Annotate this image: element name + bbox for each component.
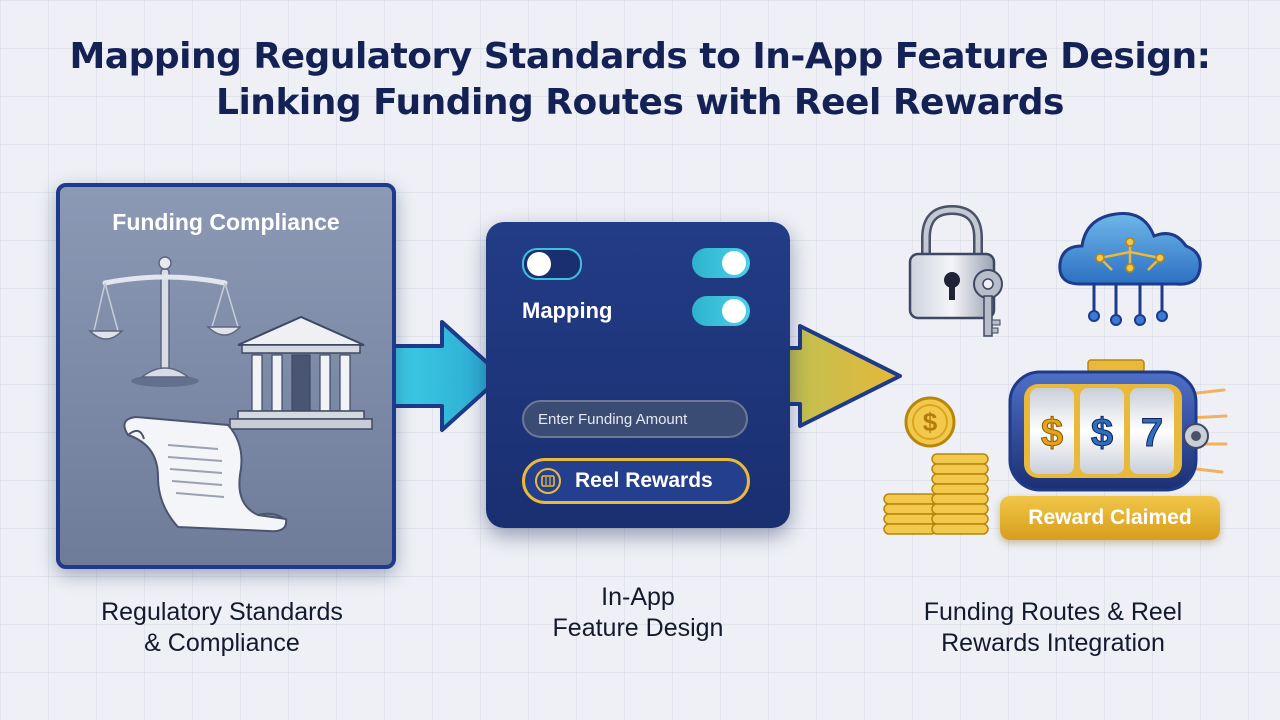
slot-machine-icon: [535, 468, 561, 494]
left-caption: Regulatory Standards & Compliance: [52, 597, 392, 659]
reel-symbol-3: 7: [1141, 411, 1163, 455]
flow-arrow-left: [378, 320, 504, 432]
title-line-1: Mapping Regulatory Standards to In-App F…: [69, 36, 1211, 77]
slot-machine-reels-icon: $ $ 7: [1008, 359, 1228, 492]
reel-rewards-button[interactable]: Reel Rewards: [522, 458, 750, 504]
coin-stack-icon: [883, 453, 989, 535]
left-caption-line-2: & Compliance: [144, 629, 300, 657]
mapping-label: Mapping: [522, 298, 613, 323]
right-caption-line-1: Funding Routes & Reel: [923, 598, 1183, 626]
panel-heading: Funding Compliance: [112, 209, 340, 235]
toggle-switch-on-bottom[interactable]: [692, 296, 750, 326]
key-icon: [973, 269, 1003, 337]
title-line-2: Linking Funding Routes with Reel Rewards: [216, 82, 1064, 123]
funding-compliance-panel: Funding Compliance: [56, 183, 396, 569]
right-caption: Funding Routes & Reel Rewards Integratio…: [872, 597, 1234, 659]
scales-of-justice-icon: [88, 256, 242, 387]
toggle-knob: [722, 251, 746, 275]
toggle-knob: [527, 252, 551, 276]
reel-symbol-1: $: [1041, 411, 1063, 455]
coin-symbol: $: [923, 407, 938, 437]
cloud-network-icon: [1058, 211, 1202, 326]
funding-amount-input[interactable]: [522, 400, 748, 438]
right-caption-line-2: Rewards Integration: [941, 629, 1165, 657]
reel-symbol-2: $: [1091, 411, 1113, 455]
middle-caption-line-2: Feature Design: [552, 614, 724, 642]
reward-claimed-badge: Reward Claimed: [1000, 496, 1220, 540]
left-caption-line-1: Regulatory Standards: [101, 598, 343, 626]
toggle-switch-off[interactable]: [522, 248, 582, 280]
bank-building-icon: [229, 315, 373, 430]
toggle-switch-on-top[interactable]: [692, 248, 750, 278]
padlock-icon: [908, 204, 1003, 337]
document-scroll-icon: [123, 415, 288, 533]
coin-icon: $: [904, 396, 956, 448]
middle-caption-line-1: In-App: [601, 583, 675, 611]
toggle-knob: [722, 299, 746, 323]
page-title: Mapping Regulatory Standards to In-App F…: [0, 34, 1280, 126]
reel-rewards-label: Reel Rewards: [575, 469, 713, 492]
middle-caption: In-App Feature Design: [486, 582, 790, 644]
in-app-feature-panel: Mapping Reel Rewards: [486, 222, 790, 528]
